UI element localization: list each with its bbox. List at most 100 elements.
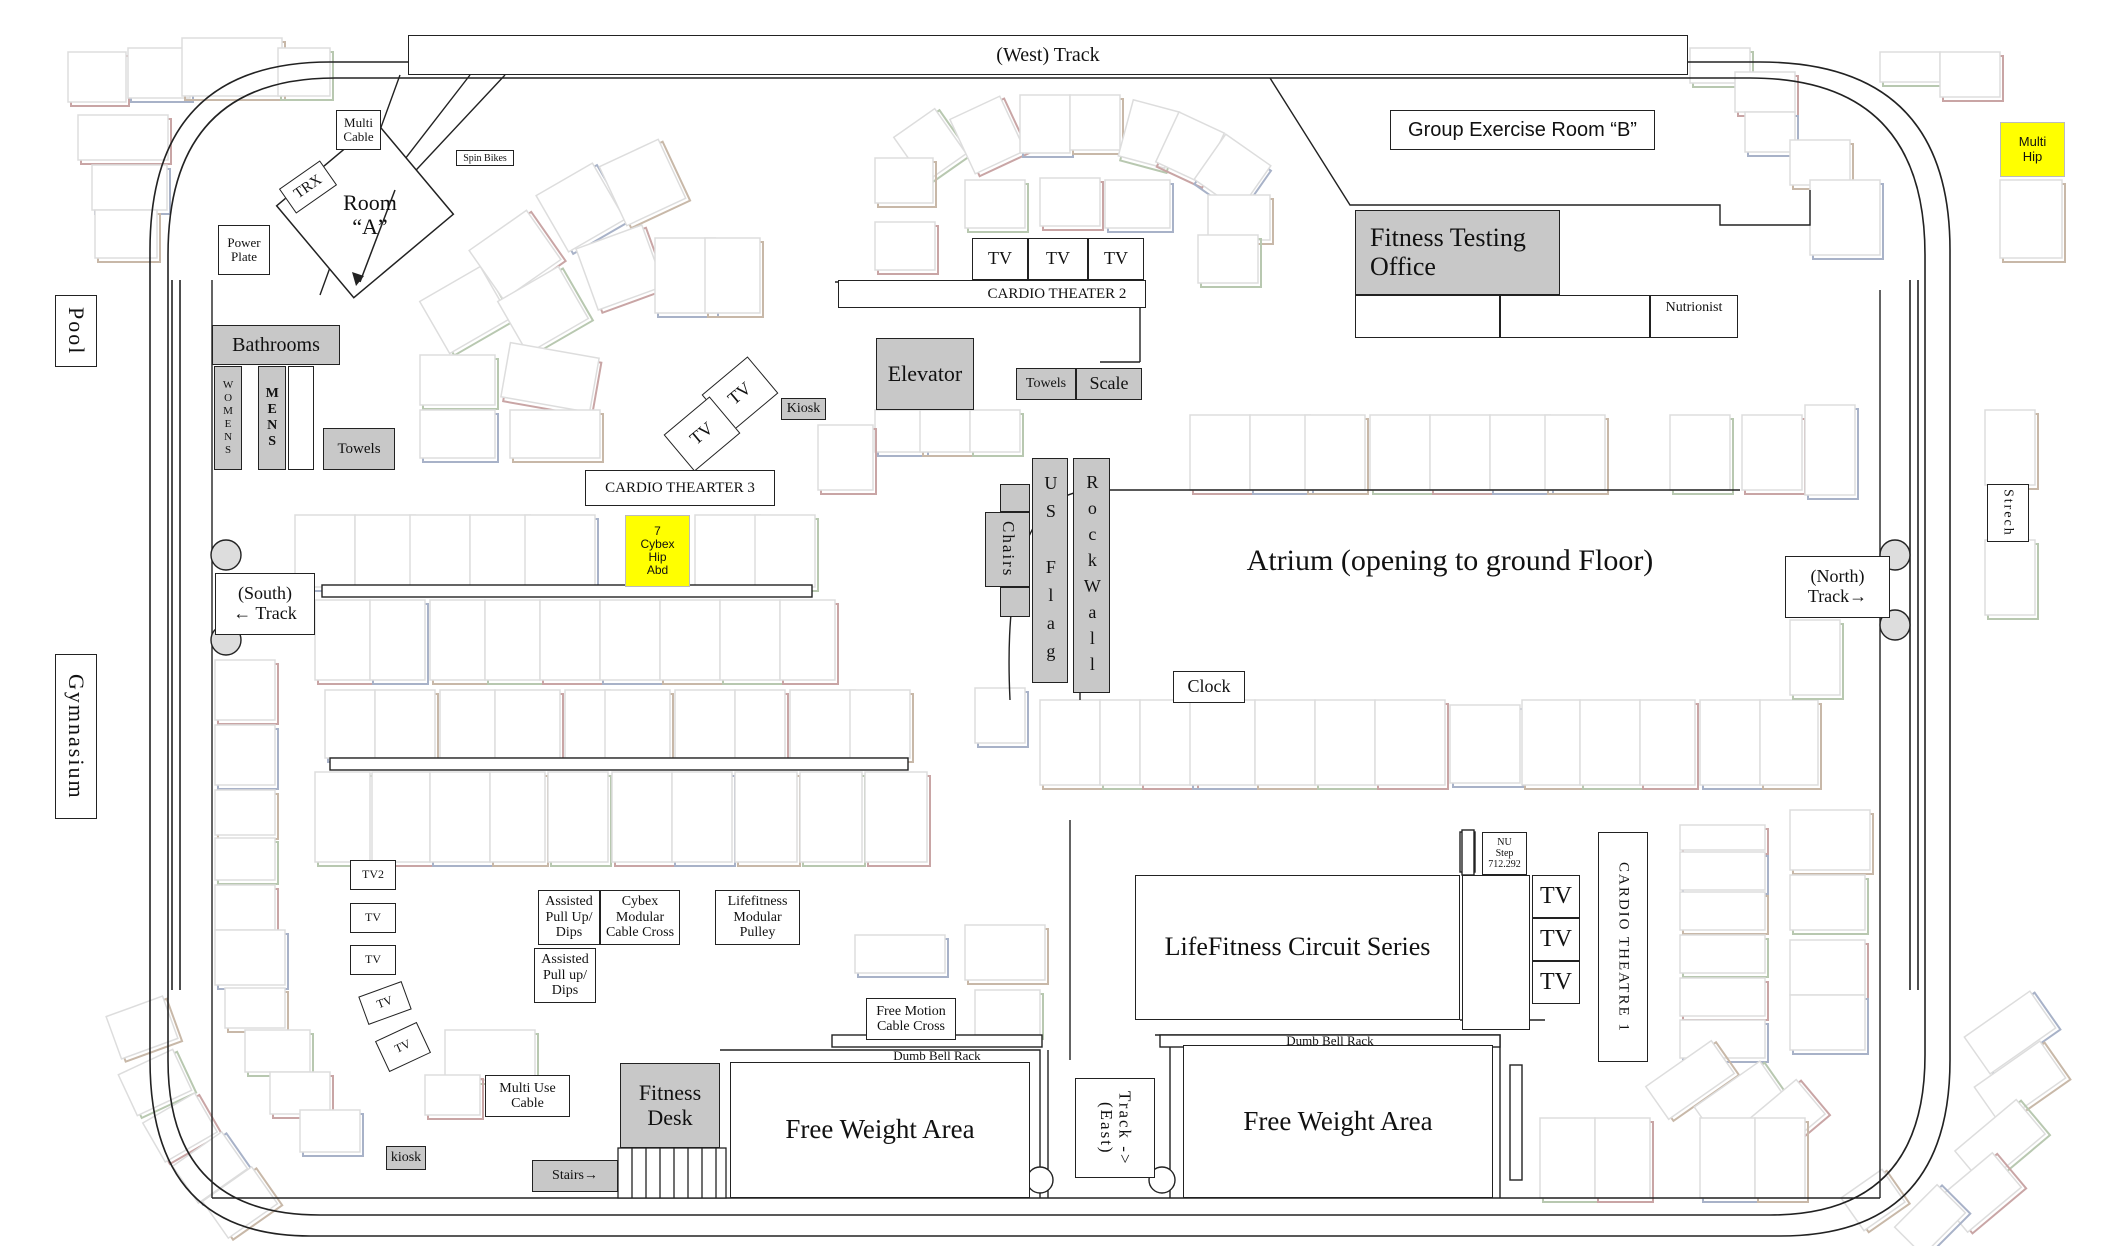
chairs[interactable]: Chairs [985, 512, 1030, 587]
equipment-machine [1789, 994, 1869, 1055]
equipment-machine [299, 1109, 364, 1157]
cardio-theater-3[interactable]: CARDIO THEARTER 3 [585, 470, 775, 506]
equipment-machine [91, 164, 171, 215]
cybex-modular-cable-cross[interactable]: Cybex Modular Cable Cross [600, 890, 680, 945]
equipment-machine [539, 599, 604, 685]
circuit-annex [1462, 875, 1530, 1030]
equipment-machine [1879, 51, 1944, 87]
nu-step[interactable]: NU Step 712.292 [1482, 832, 1527, 875]
equipment-machine [1789, 939, 1869, 1000]
cybex-hip-abd[interactable]: 7 Cybex Hip Abd [625, 515, 690, 587]
cardio-theatre-1-label: CARDIO THEATRE 1 [1615, 861, 1632, 1033]
equipment-machine [611, 771, 676, 867]
equipment-machine [1741, 414, 1806, 495]
nutrionist-office[interactable]: Nutrionist [1650, 295, 1738, 338]
bathrooms-label[interactable]: Bathrooms [212, 325, 340, 365]
equipment-machine [734, 689, 789, 763]
chairs-side-1 [1000, 484, 1030, 512]
equipment-machine [874, 221, 939, 275]
equipment-machine [439, 689, 499, 763]
multi-hip-right[interactable]: Multi Hip [2000, 122, 2065, 177]
multi-cable-room-a[interactable]: Multi Cable [336, 110, 381, 150]
tv-ct1-1: TV [1532, 875, 1580, 918]
free-weight-area-2[interactable]: Free Weight Area [1183, 1045, 1493, 1198]
group-exercise-room-b[interactable]: Group Exercise Room “B” [1390, 110, 1655, 150]
spin-bikes-label: Spin Bikes [456, 150, 514, 166]
free-motion-cable-cross[interactable]: Free Motion Cable Cross [866, 998, 956, 1040]
womens-restroom[interactable]: WOMENS [214, 366, 242, 470]
equipment-machine [604, 689, 674, 763]
mens-restroom[interactable]: MENS [258, 366, 286, 470]
strech-area[interactable]: Strech [1987, 484, 2029, 542]
assisted-pull-up-1[interactable]: Assisted Pull Up/ Dips [538, 890, 600, 945]
equipment-machine [94, 209, 161, 263]
lifefitness-modular-pulley[interactable]: Lifefitness Modular Pulley [715, 890, 800, 945]
equipment-machine [224, 987, 289, 1033]
equipment-machine [1973, 1040, 2072, 1127]
equipment-machine [1893, 1183, 1972, 1246]
multi-use-cable[interactable]: Multi Use Cable [485, 1075, 570, 1117]
equipment-machine [1809, 179, 1884, 260]
equipment-machine [1679, 934, 1769, 978]
tv-ct2-1: TV [972, 238, 1028, 280]
equipment-machine [1999, 179, 2066, 263]
equipment-machine [1984, 539, 2039, 620]
cardio-theater-2[interactable]: CARDIO THEATER 2 [838, 280, 1146, 308]
bathroom-wall [288, 366, 314, 470]
room-a-label[interactable]: Room “A” [343, 189, 397, 239]
equipment-machine [1789, 874, 1869, 935]
tv-left-2: TV [350, 945, 396, 975]
equipment-machine [1594, 1117, 1654, 1203]
west-track-label: (West) Track [408, 35, 1688, 75]
equipment-machine [948, 95, 1031, 178]
rock-wall[interactable]: RockWall [1073, 458, 1110, 693]
equipment-machine [1579, 699, 1644, 790]
fitness-desk[interactable]: Fitness Desk [620, 1063, 720, 1148]
equipment-machine [67, 51, 130, 107]
free-weight-area-1[interactable]: Free Weight Area [730, 1062, 1030, 1198]
equipment-machine [974, 989, 1044, 1040]
equipment-machine [424, 1074, 484, 1120]
equipment-machine [469, 514, 534, 592]
equipment-machine [1984, 409, 2039, 490]
lifefitness-circuit-series[interactable]: LifeFitness Circuit Series [1135, 875, 1460, 1020]
tv-ct1-2: TV [1532, 918, 1580, 961]
power-plate[interactable]: Power Plate [218, 225, 270, 275]
kiosk-bottom[interactable]: kiosk [386, 1146, 426, 1170]
equipment-machine [1369, 414, 1434, 495]
equipment-machine [1039, 177, 1104, 231]
equipment-machine [314, 599, 374, 685]
equipment-machine [1314, 699, 1379, 790]
cardio-theatre-1[interactable]: CARDIO THEATRE 1 [1598, 832, 1648, 1062]
equipment-machine [214, 789, 279, 840]
equipment-machine [575, 224, 670, 315]
equipment-machine [1644, 1039, 1741, 1123]
equipment-machine [277, 47, 334, 101]
equipment-machine [244, 1029, 314, 1077]
elevator[interactable]: Elevator [876, 338, 974, 410]
track-outline [149, 61, 1951, 1237]
stairs[interactable]: Stairs→ [532, 1160, 618, 1192]
equipment-machine [201, 1165, 284, 1242]
equipment-machine [1429, 414, 1494, 495]
gymnasium-label: Gymnasium [55, 654, 97, 819]
equipment-machine [141, 1091, 224, 1166]
equipment-machine [799, 771, 866, 867]
kiosk-top[interactable]: Kiosk [781, 398, 826, 420]
scale[interactable]: Scale [1076, 368, 1142, 400]
fitness-testing-office[interactable]: Fitness Testing Office [1355, 210, 1560, 295]
equipment-machine [1189, 414, 1254, 495]
equipment-machine [754, 514, 819, 592]
equipment-machine [419, 409, 499, 463]
us-flag[interactable]: US Flag [1032, 458, 1068, 683]
equipment-machine [1449, 704, 1524, 788]
assisted-pull-up-2[interactable]: Assisted Pull up/ Dips [534, 948, 596, 1003]
equipment-machine [1669, 414, 1734, 495]
equipment-machine [1254, 699, 1319, 790]
equipment-machine [854, 934, 949, 978]
equipment-machine [1374, 699, 1449, 790]
tv-ct1-3: TV [1532, 961, 1580, 1004]
equipment-machine [127, 47, 194, 103]
track-east-label: Track -> (East) [1075, 1078, 1155, 1178]
